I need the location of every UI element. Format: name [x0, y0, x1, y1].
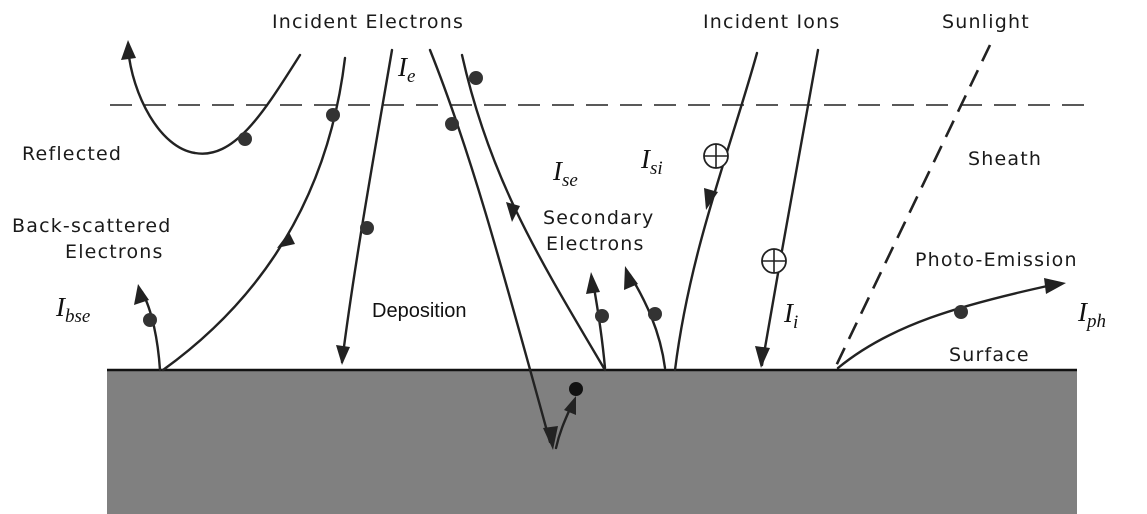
label-backscattered-line1: Back-scattered	[12, 215, 172, 237]
penetrating-electron-path	[428, 48, 552, 444]
backscattered-outgoing-arrowhead	[134, 284, 149, 305]
secondary-source-dot	[469, 71, 483, 85]
photo-emission-arrowhead	[1044, 278, 1066, 294]
label-secondary-line2: Electrons	[546, 233, 645, 255]
secondary-emission-1-arrowhead	[586, 272, 600, 294]
incident-ion-1-path	[673, 51, 759, 372]
backscattered-outgoing-dot	[143, 313, 157, 327]
secondary-source-arrowhead	[506, 202, 520, 222]
symbol-ie: Ie	[397, 52, 415, 87]
label-incident-electrons: Incident Electrons	[272, 11, 464, 33]
reflected-electron-path	[126, 46, 302, 155]
label-photo-emission: Photo-Emission	[915, 249, 1078, 271]
internal-secondary-arrowhead	[564, 396, 576, 415]
symbol-ibse: Ibse	[55, 292, 90, 327]
label-reflected: Reflected	[22, 143, 122, 165]
secondary-emission-2-arrowhead	[624, 266, 638, 290]
symbol-ise: Ise	[552, 156, 578, 191]
penetrating-electron-dot	[445, 117, 459, 131]
secondary-emission-2-path	[628, 273, 667, 370]
label-sunlight: Sunlight	[942, 11, 1030, 33]
sunlight-ray	[833, 44, 992, 369]
reflected-electron-dot	[238, 132, 252, 146]
photo-emission-path	[836, 283, 1054, 370]
backscattered-incoming-arrowhead	[277, 232, 295, 248]
deposited-electron-dot	[360, 221, 374, 235]
deposited-electron-path	[340, 48, 394, 364]
label-secondary-line1: Secondary	[543, 207, 654, 229]
secondary-emission-2-dot	[648, 307, 662, 321]
symbol-isi: Isi	[640, 144, 663, 179]
incident-ion-2-path	[760, 48, 820, 367]
label-sheath: Sheath	[968, 148, 1042, 170]
incident-ion-2-arrowhead	[755, 346, 770, 368]
secondary-source-path	[460, 53, 607, 372]
symbol-ii: Ii	[783, 298, 798, 333]
secondary-emission-1-dot	[595, 309, 609, 323]
reflected-arrowhead	[121, 40, 136, 60]
label-deposition: Deposition	[372, 300, 467, 322]
label-backscattered-line2: Electrons	[65, 241, 164, 263]
surface-body	[107, 370, 1077, 514]
penetrating-arrowhead	[543, 426, 558, 450]
backscattered-outgoing-path	[140, 290, 162, 372]
label-incident-ions: Incident Ions	[703, 11, 840, 33]
symbol-iph: Iph	[1077, 297, 1106, 332]
incident-ion-1-arrowhead	[704, 188, 718, 210]
deposited-arrowhead	[336, 345, 350, 365]
label-surface: Surface	[949, 344, 1030, 366]
photo-emission-dot	[954, 305, 968, 319]
backscattered-incoming-dot	[326, 108, 340, 122]
internal-electron-dot	[569, 382, 583, 396]
